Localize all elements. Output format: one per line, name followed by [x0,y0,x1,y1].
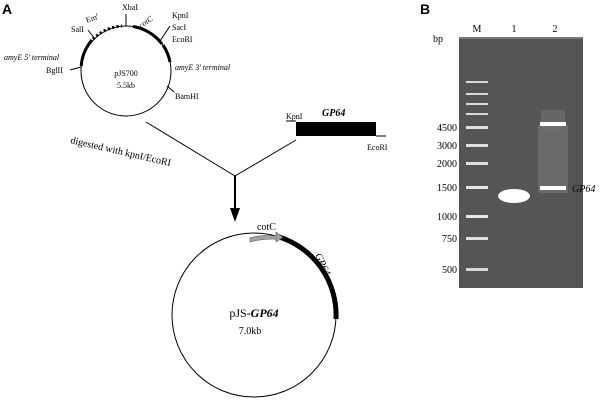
product-gp64-arc [277,234,339,320]
feature-amye3: amyE 3' terminal [175,63,231,72]
gp64-insert: GP64 KpnI EcoRI [286,108,388,152]
site-saci: SacI [172,23,187,32]
feature-cotc: cotC [137,14,155,30]
sali-tick [87,29,96,40]
cotc-arc [132,25,164,45]
lane2-upper-smear [541,110,565,130]
insert-bar [296,122,376,136]
ladder-band [466,144,488,147]
ladder-label-2000: 2000 [437,159,457,170]
merge-line-right [234,139,297,177]
site-bglii: BglII [46,66,63,75]
product-size: 7.0kb [239,326,262,337]
product-name-prefix: pJS [229,306,246,320]
site-ecori: EcoRI [172,35,193,44]
site-sali: SalI [71,25,84,34]
ladder-band [466,186,488,189]
merge-line-left [145,121,236,177]
insert-name: GP64 [322,108,345,119]
gel-well-edge [459,37,583,39]
lane2-upper-band [540,122,566,126]
panel-a-label: A [2,1,12,17]
product-name-gene: GP64 [251,306,279,320]
ladder-band [466,237,488,240]
plasmid-pjs700: XbaI KpnI SacI EcoRI SalI BglII BamHI Em… [4,3,231,117]
ladder-band [466,103,488,105]
lane-label-2: 2 [553,24,558,35]
product-name-dash: - [247,306,251,320]
insert-left-site: KpnI [286,112,303,121]
em-dotted-arc [91,24,123,41]
lane-labels: M 1 2 [473,24,558,35]
ladder-label-1500: 1500 [437,183,457,194]
product-gene-label: GP64 [312,252,332,278]
ladder-band [466,215,488,218]
lane-label-1: 1 [512,24,517,35]
feature-em: Emr [85,12,100,25]
plasmid-size: 5.5kb [117,81,135,90]
kpni-tick [159,25,171,42]
site-xbai: XbaI [122,3,138,12]
lane-label-m: M [473,24,482,35]
bamhi-tick [166,85,175,93]
ligation-arrow [145,121,297,222]
feature-amye5: amyE 5' terminal [4,53,60,62]
ladder-labels: 4500 3000 2000 1500 1000 750 500 [437,123,457,276]
sample-bands [498,122,566,203]
ladder-band [466,81,488,83]
ladder-label-4500: 4500 [437,123,457,134]
amye3-arc [161,44,172,63]
lane2-smear [538,125,568,193]
unit-label: bp [433,34,443,45]
plasmid-product: cotC GP64 pJS-GP64 7.0kb [171,222,339,398]
panel-b-label: B [420,1,430,17]
lane1-gp64-band [498,189,530,203]
ladder-label-3000: 3000 [437,141,457,152]
plasmid-name: pJS700 [114,69,138,78]
ladder-band [466,162,488,165]
amye5-arc [79,39,94,67]
product-cotc-arrow [249,231,284,243]
product-name: pJS-GP64 [229,306,278,320]
ladder-bands [466,81,488,271]
product-cotc-label: cotC [257,222,276,233]
site-bamhi: BamHI [175,92,199,101]
digest-label: digested with kpnI/EcoRI [69,135,172,169]
feature-em-sup: r [95,12,99,18]
bglii-tick [69,66,82,71]
insert-right-site: EcoRI [367,143,388,152]
feature-em-text: Em [85,12,99,25]
ladder-label-1000: 1000 [437,212,457,223]
arrow-head [230,208,240,222]
ladder-band [466,93,488,95]
ladder-label-750: 750 [442,234,457,245]
ladder-band [466,113,488,115]
ladder-label-500: 500 [442,265,457,276]
band-label-gp64: GP64 [572,184,595,195]
site-kpni: KpnI [172,11,189,20]
lane2-gp64-band [540,186,566,190]
ladder-band [466,126,488,129]
ladder-band [466,268,488,271]
